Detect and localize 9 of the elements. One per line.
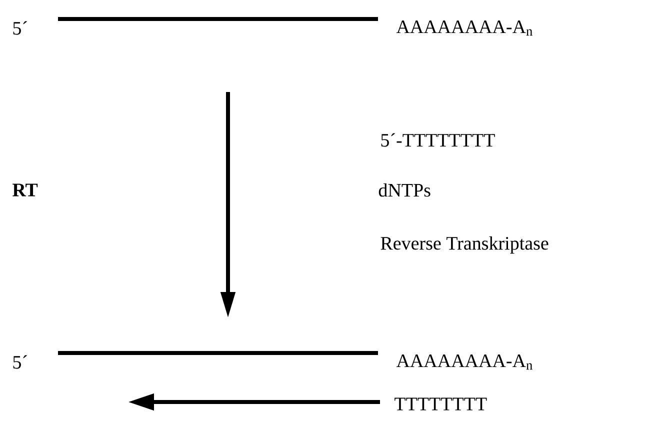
label: RT: [12, 184, 38, 196]
label: dNTPs: [378, 183, 430, 197]
label: 5´: [13, 21, 27, 35]
label: 5´-TTTTTTTT: [381, 133, 495, 147]
label: Reverse Transkriptase: [380, 236, 548, 254]
label: 5´: [13, 355, 27, 369]
label: TTTTTTTT: [394, 398, 487, 410]
label: AAAAAAAA-A$_{n}$: [396, 20, 532, 36]
label: AAAAAAAA-A$_{n}$: [396, 354, 532, 370]
